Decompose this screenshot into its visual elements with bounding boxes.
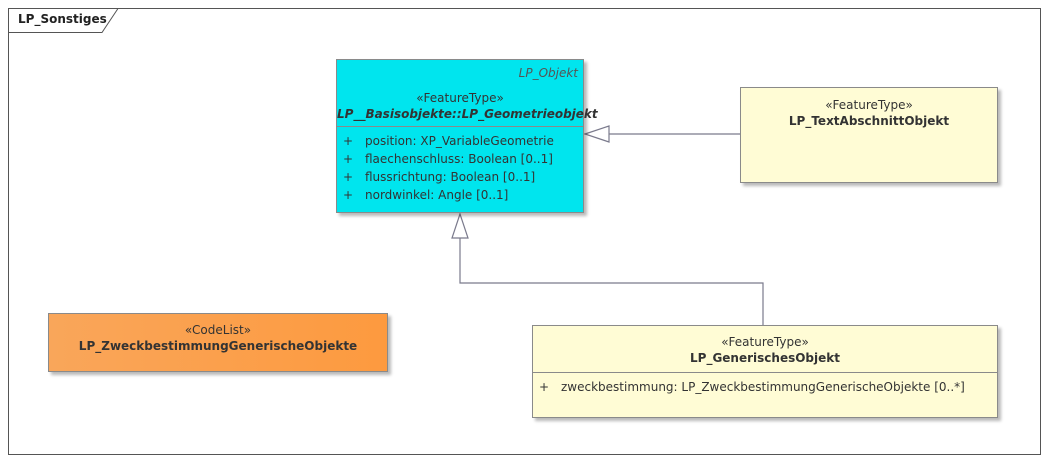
- class-name: LP__Basisobjekte::LP_Geometrieobjekt: [337, 107, 598, 121]
- attribute: +position: XP_VariableGeometrie: [343, 134, 554, 148]
- parent-label: LP_Objekt: [518, 66, 578, 80]
- class-name: LP_GenerischesObjekt: [690, 351, 840, 365]
- attribute-list: +zweckbestimmung: LP_ZweckbestimmungGene…: [533, 372, 997, 396]
- attribute-list: +position: XP_VariableGeometrie +flaeche…: [337, 126, 583, 204]
- stereotype: «FeatureType»: [825, 98, 913, 112]
- attribute: +flussrichtung: Boolean [0..1]: [343, 170, 536, 184]
- class-name: LP_TextAbschnittObjekt: [788, 114, 950, 128]
- stereotype: «FeatureType»: [416, 91, 504, 105]
- class-codelist-zweckbestimmung[interactable]: «CodeList» LP_ZweckbestimmungGenerischeO…: [48, 313, 388, 372]
- class-geometrieobjekt[interactable]: LP_Objekt «FeatureType» LP__Basisobjekte…: [336, 59, 598, 213]
- package-name: LP_Sonstiges: [18, 12, 107, 26]
- attribute: +zweckbestimmung: LP_ZweckbestimmungGene…: [539, 380, 965, 394]
- attribute: +flaechenschluss: Boolean [0..1]: [343, 152, 553, 166]
- class-textabschnittobjekt[interactable]: «FeatureType» LP_TextAbschnittObjekt: [740, 87, 998, 183]
- generalization-line-generisches: [459, 238, 764, 325]
- stereotype: «CodeList»: [184, 323, 252, 337]
- attribute: +nordwinkel: Angle [0..1]: [343, 188, 509, 202]
- package-frame: [8, 8, 1041, 455]
- generalization-arrow-textabschnitt: [583, 125, 610, 143]
- stereotype: «FeatureType»: [721, 335, 809, 349]
- package-tab-shape: [8, 8, 119, 33]
- class-name: LP_ZweckbestimmungGenerischeObjekte: [78, 339, 358, 353]
- class-generischesobjekt[interactable]: «FeatureType» LP_GenerischesObjekt +zwec…: [532, 325, 998, 418]
- generalization-arrow-generisches: [451, 212, 469, 239]
